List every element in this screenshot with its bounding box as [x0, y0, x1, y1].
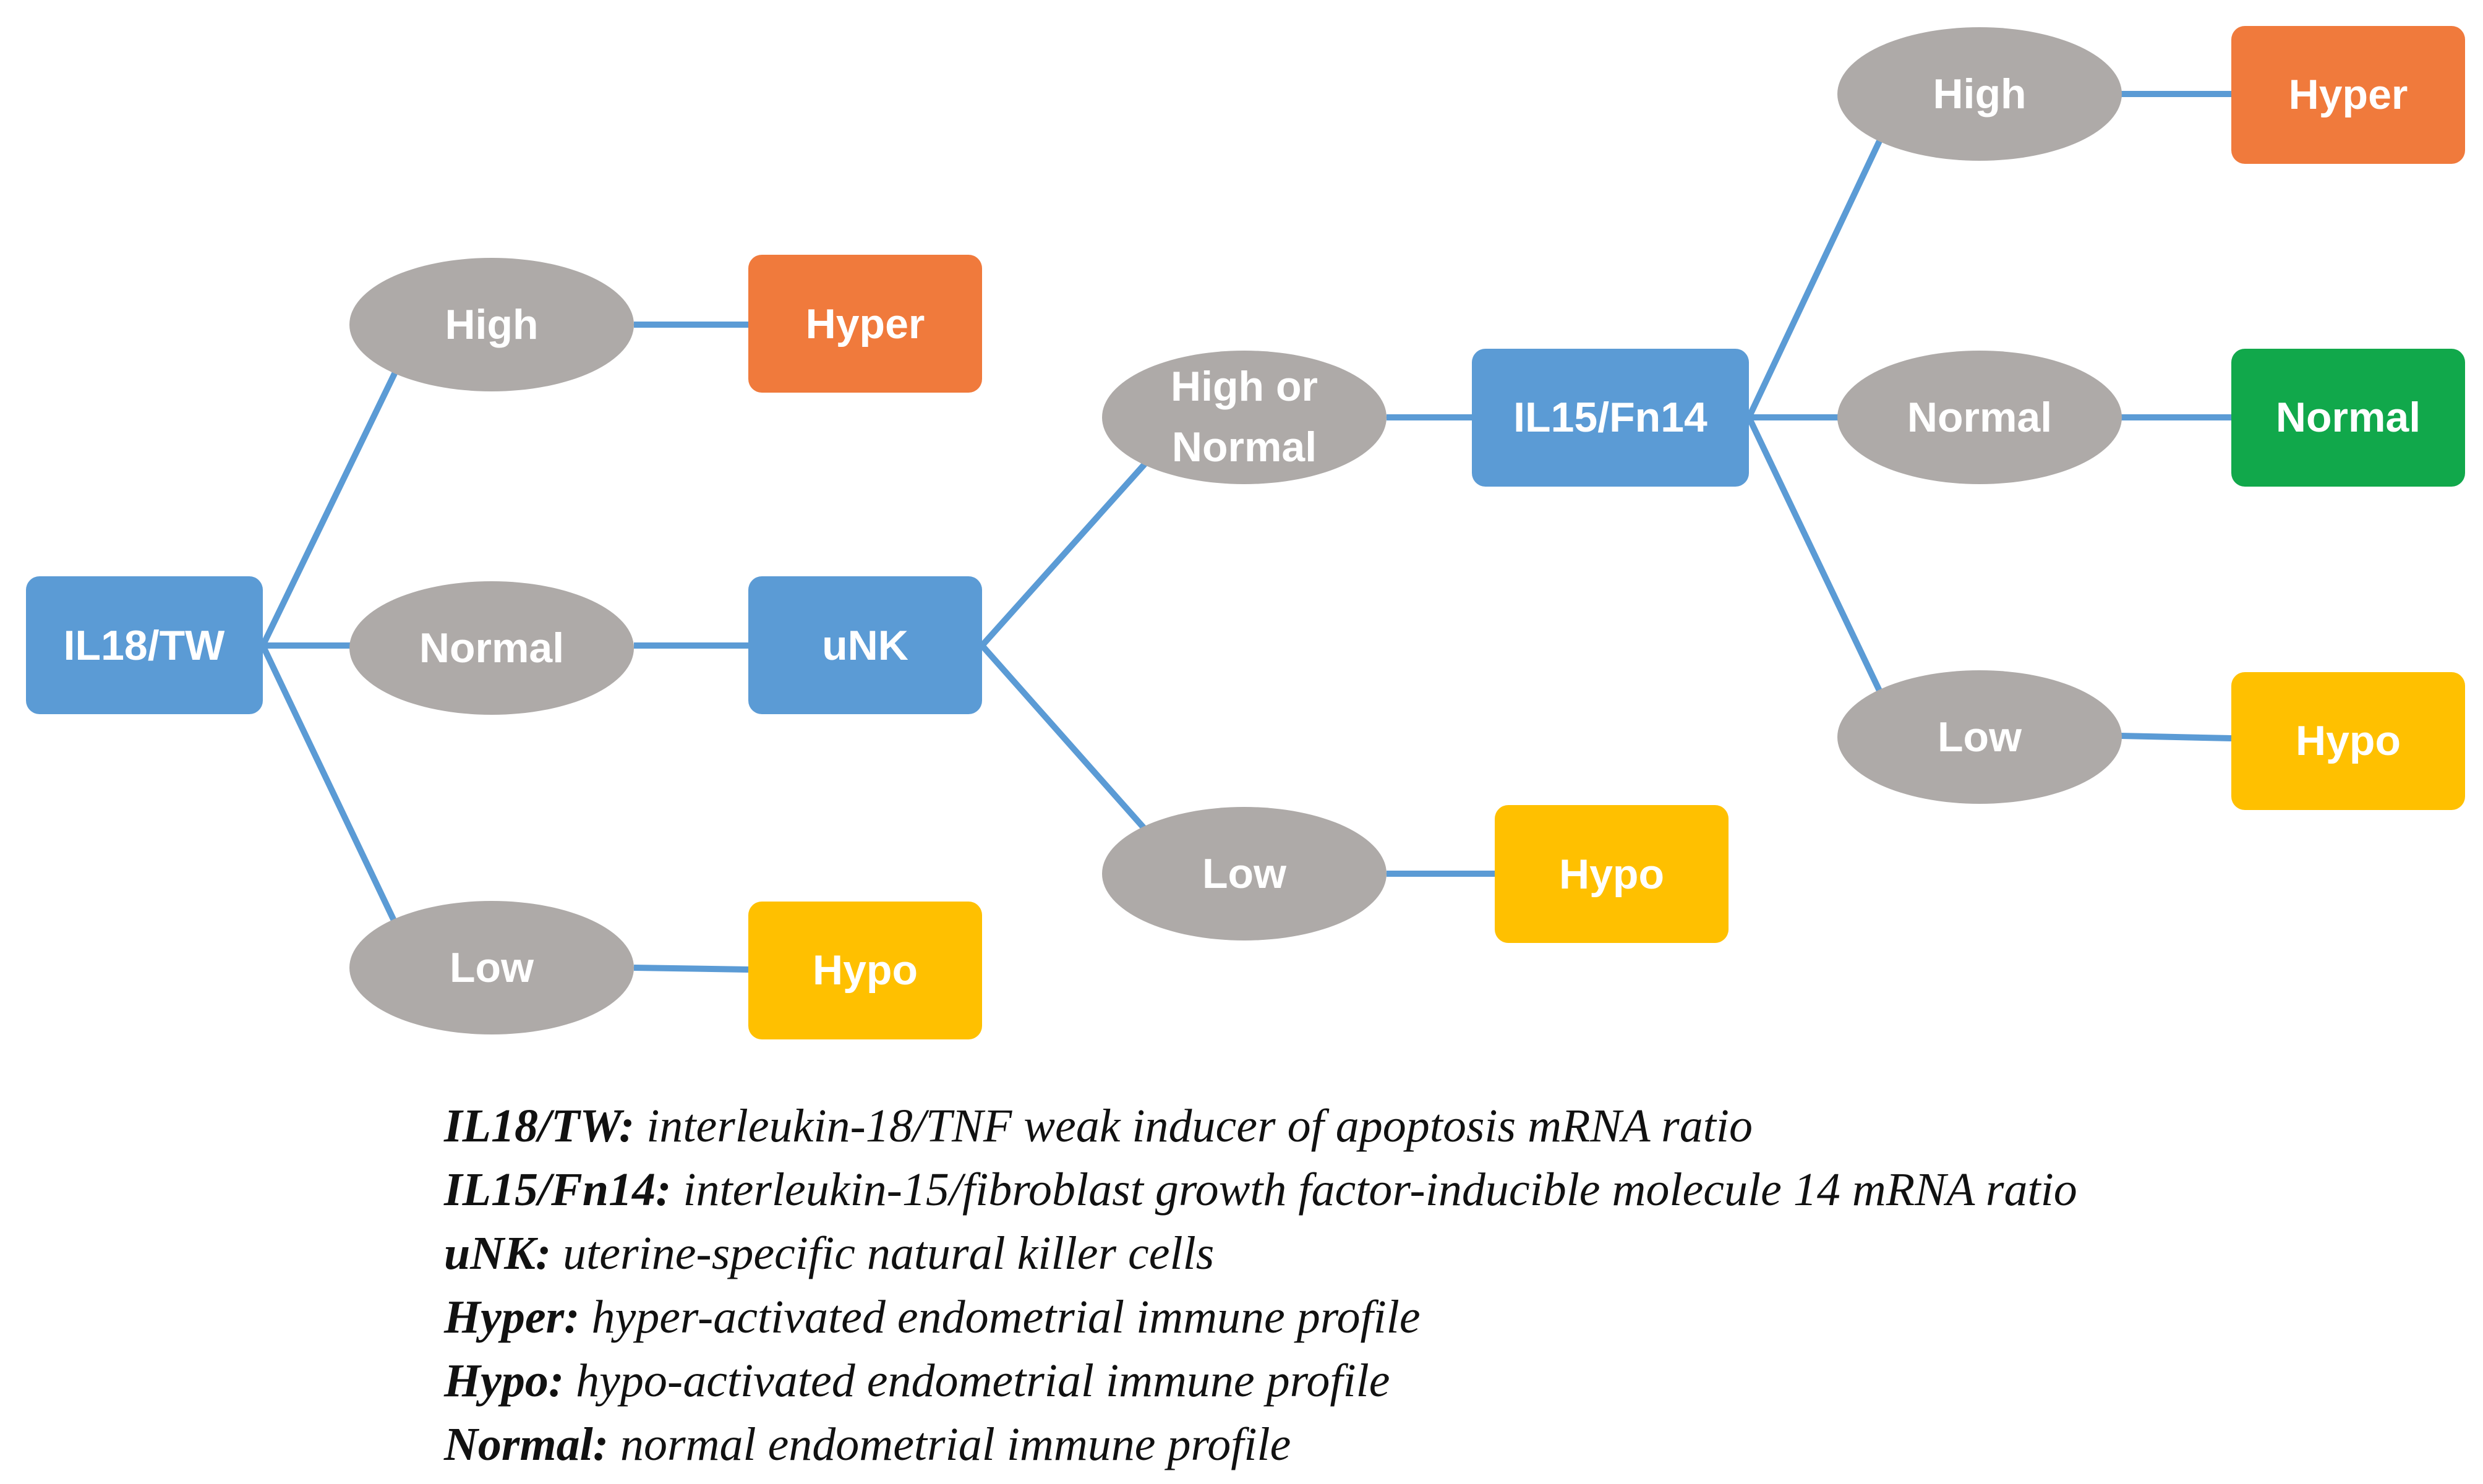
unk-low-label: Low [1202, 850, 1287, 897]
unk-node: uNK [748, 576, 982, 714]
il18tw-label: IL18/TW [64, 622, 225, 669]
legend-item: IL15/Fn14: interleukin-15/fibroblast gro… [444, 1158, 2423, 1222]
legend-definition: hypo-activated endometrial immune profil… [576, 1355, 1390, 1407]
legend-item: Normal: normal endometrial immune profil… [444, 1413, 2423, 1477]
legend-term: IL15/Fn14: [444, 1164, 672, 1216]
il18tw-low-result-label: Hypo [813, 947, 918, 994]
legend-definition: interleukin-18/TNF weak inducer of apopt… [646, 1100, 1753, 1152]
legend-item: IL18/TW: interleukin-18/TNF weak inducer… [444, 1094, 2423, 1158]
connector [2119, 733, 2232, 741]
connector [260, 644, 399, 926]
legend-item: Hyper: hyper-activated endometrial immun… [444, 1286, 2423, 1349]
il15fn14-low-node: Low [1837, 670, 2122, 804]
il18tw-low-label: Low [450, 944, 534, 991]
legend-definition: uterine-specific natural killer cells [563, 1227, 1215, 1279]
il18tw-node: IL18/TW [26, 576, 263, 714]
il18tw-normal-label: Normal [419, 625, 564, 672]
connector [1746, 416, 1883, 694]
connectors [260, 91, 2232, 973]
il15fn14-low-result-label: Hypo [2296, 717, 2401, 764]
unk-high-or-normal-node: High or Normal [1102, 351, 1387, 484]
unk-low-result-label: Hypo [1559, 851, 1664, 898]
il15fn14-high-label: High [1933, 70, 2026, 117]
unk-low-result-node: Hypo [1495, 805, 1729, 943]
decision-tree-diagram: IL18/TW High Normal Low Hyper Hypo uNK H… [26, 26, 2465, 1039]
il18tw-low-result-node: Hypo [748, 902, 982, 1039]
connector [260, 369, 399, 647]
legend-definition: hyper-activated endometrial immune profi… [591, 1291, 1421, 1343]
il18tw-normal-node: Normal [349, 581, 634, 715]
connector [1746, 138, 1883, 419]
il15fn14-low-result-node: Hypo [2231, 672, 2465, 810]
il18tw-high-result-label: Hyper [806, 301, 925, 348]
il15fn14-normal-node: Normal [1837, 351, 2122, 484]
unk-high-or-normal-label-line1: High or [1171, 363, 1318, 410]
il18tw-low-node: Low [349, 901, 634, 1034]
abbreviation-legend: IL18/TW: interleukin-18/TNF weak inducer… [444, 1094, 2423, 1477]
il15fn14-high-node: High [1837, 27, 2122, 161]
il18tw-high-result-node: Hyper [748, 255, 982, 393]
unk-high-or-normal-label-line2: Normal [1172, 424, 1317, 471]
il15fn14-label: IL15/Fn14 [1513, 394, 1707, 441]
legend-term: Hyper: [444, 1291, 580, 1343]
legend-term: uNK: [444, 1227, 552, 1279]
legend-item: Hypo: hypo-activated endometrial immune … [444, 1349, 2423, 1413]
il15fn14-normal-result-node: Normal [2231, 349, 2465, 487]
unk-low-node: Low [1102, 807, 1387, 940]
legend-term: IL18/TW: [444, 1100, 635, 1152]
legend-term: Normal: [444, 1418, 609, 1470]
il15fn14-normal-label: Normal [1907, 394, 2052, 441]
connector [980, 459, 1150, 648]
il18tw-high-node: High [349, 258, 634, 391]
legend-item: uNK: uterine-specific natural killer cel… [444, 1222, 2423, 1286]
legend-definition: interleukin-15/fibroblast growth factor-… [683, 1164, 2077, 1216]
il15fn14-node: IL15/Fn14 [1472, 349, 1749, 487]
connector [633, 965, 749, 973]
il15fn14-high-result-node: Hyper [2231, 26, 2465, 164]
il18tw-high-label: High [445, 301, 538, 348]
legend-term: Hypo: [444, 1355, 565, 1407]
il15fn14-high-result-label: Hyper [2289, 71, 2408, 118]
unk-label: uNK [822, 622, 908, 669]
il15fn14-low-label: Low [1938, 714, 2022, 761]
connector [980, 643, 1150, 834]
legend-definition: normal endometrial immune profile [620, 1418, 1291, 1470]
il15fn14-normal-result-label: Normal [2276, 394, 2421, 441]
